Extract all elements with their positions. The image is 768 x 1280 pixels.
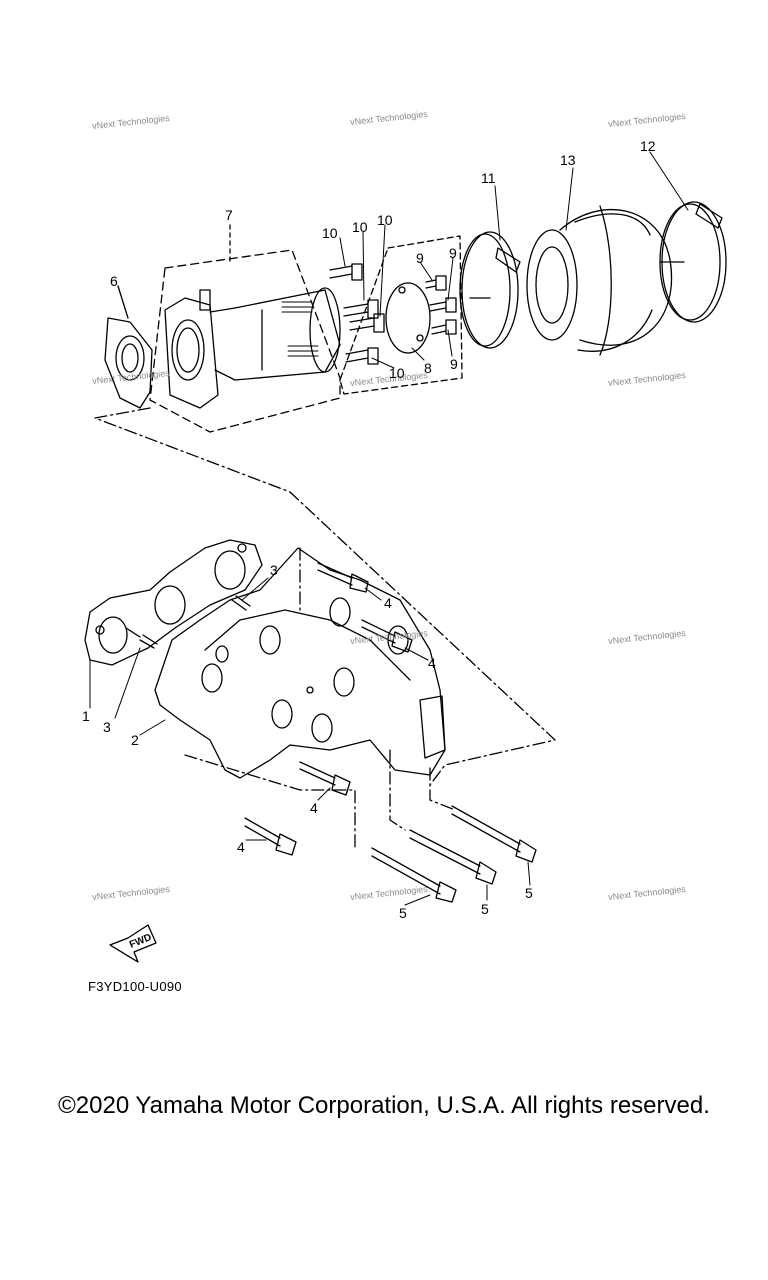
callout-1: 1	[82, 708, 90, 724]
callout-5: 5	[399, 905, 407, 921]
bolts-part-4	[244, 562, 413, 856]
gasket-part-1	[84, 539, 263, 666]
bolts-part-10	[329, 263, 385, 365]
callout-12: 12	[640, 138, 656, 154]
exhaust-manifold-part-2	[154, 547, 446, 779]
callout-11: 11	[481, 170, 496, 186]
dowel-pins-part-3	[125, 595, 251, 649]
cover-plate-part-8	[385, 282, 431, 354]
bolts-part-9	[425, 275, 457, 335]
callout-10: 10	[377, 212, 393, 228]
callout-4: 4	[428, 655, 436, 671]
copyright-notice: ©2020 Yamaha Motor Corporation, U.S.A. A…	[58, 1092, 710, 1119]
callout-2: 2	[131, 732, 139, 748]
part7-dashed-box	[149, 249, 341, 433]
callout-13: 13	[560, 152, 576, 168]
diagram-code: F3YD100-U090	[88, 979, 182, 994]
callout-leaders	[89, 151, 689, 906]
gasket-part-6	[104, 317, 153, 409]
bolts-part-5	[371, 805, 537, 903]
callout-10: 10	[389, 365, 405, 381]
callout-8: 8	[424, 360, 432, 376]
fwd-arrow-icon	[109, 924, 157, 963]
rubber-joint-part-13	[526, 205, 673, 356]
exhaust-parts-diagram: FWD	[84, 151, 727, 963]
callout-10: 10	[352, 219, 368, 235]
catalyst-part-7	[164, 287, 341, 409]
callout-6: 6	[110, 273, 118, 289]
callout-9: 9	[450, 356, 458, 372]
callout-5: 5	[525, 885, 533, 901]
callout-3: 3	[270, 562, 278, 578]
callout-9: 9	[449, 245, 457, 261]
hose-clamp-part-12	[659, 201, 727, 323]
part8-dashed-box	[339, 235, 463, 395]
callout-7: 7	[225, 207, 233, 223]
callout-4: 4	[237, 839, 245, 855]
callout-5: 5	[481, 901, 489, 917]
callout-4: 4	[384, 595, 392, 611]
callout-9: 9	[416, 250, 424, 266]
hose-clamp-part-11	[459, 231, 521, 349]
callout-3: 3	[103, 719, 111, 735]
assembly-outline	[94, 407, 556, 851]
callout-10: 10	[322, 225, 338, 241]
callout-4: 4	[310, 800, 318, 816]
